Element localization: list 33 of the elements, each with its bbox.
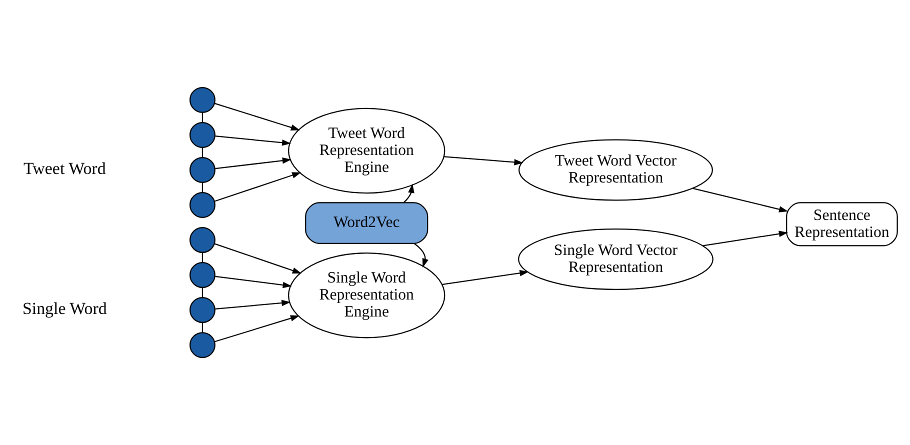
node-circle xyxy=(189,86,216,113)
arrow xyxy=(214,102,300,130)
arrow xyxy=(215,136,292,146)
arrow xyxy=(214,172,302,202)
connector xyxy=(202,148,204,158)
arrow xyxy=(404,184,414,203)
node-circle xyxy=(189,262,216,288)
arrow xyxy=(703,230,788,246)
arrow xyxy=(442,270,529,285)
node-circle xyxy=(189,297,216,324)
arrow xyxy=(444,156,524,166)
connector xyxy=(202,322,204,332)
label: Tweet Word xyxy=(24,158,106,178)
arrow xyxy=(214,243,302,274)
node-ellipse: Tweet Word Vector Representation xyxy=(518,139,713,201)
node-circle xyxy=(189,122,216,148)
node-circle xyxy=(189,227,216,253)
connector xyxy=(202,252,204,262)
arrow xyxy=(215,157,292,170)
node-circle xyxy=(189,332,216,358)
node-circle xyxy=(189,156,216,183)
arrow xyxy=(692,188,788,212)
arrow xyxy=(215,276,292,288)
arrow xyxy=(215,300,291,310)
connector xyxy=(202,182,204,192)
connector xyxy=(202,288,204,298)
node-box: Word2Vec xyxy=(305,202,428,244)
node-box: Sentence Representation xyxy=(786,202,898,246)
label: Single Word xyxy=(22,298,107,318)
arrow xyxy=(414,243,428,268)
arrow xyxy=(214,315,300,342)
connector xyxy=(202,112,204,122)
node-circle xyxy=(189,192,216,218)
